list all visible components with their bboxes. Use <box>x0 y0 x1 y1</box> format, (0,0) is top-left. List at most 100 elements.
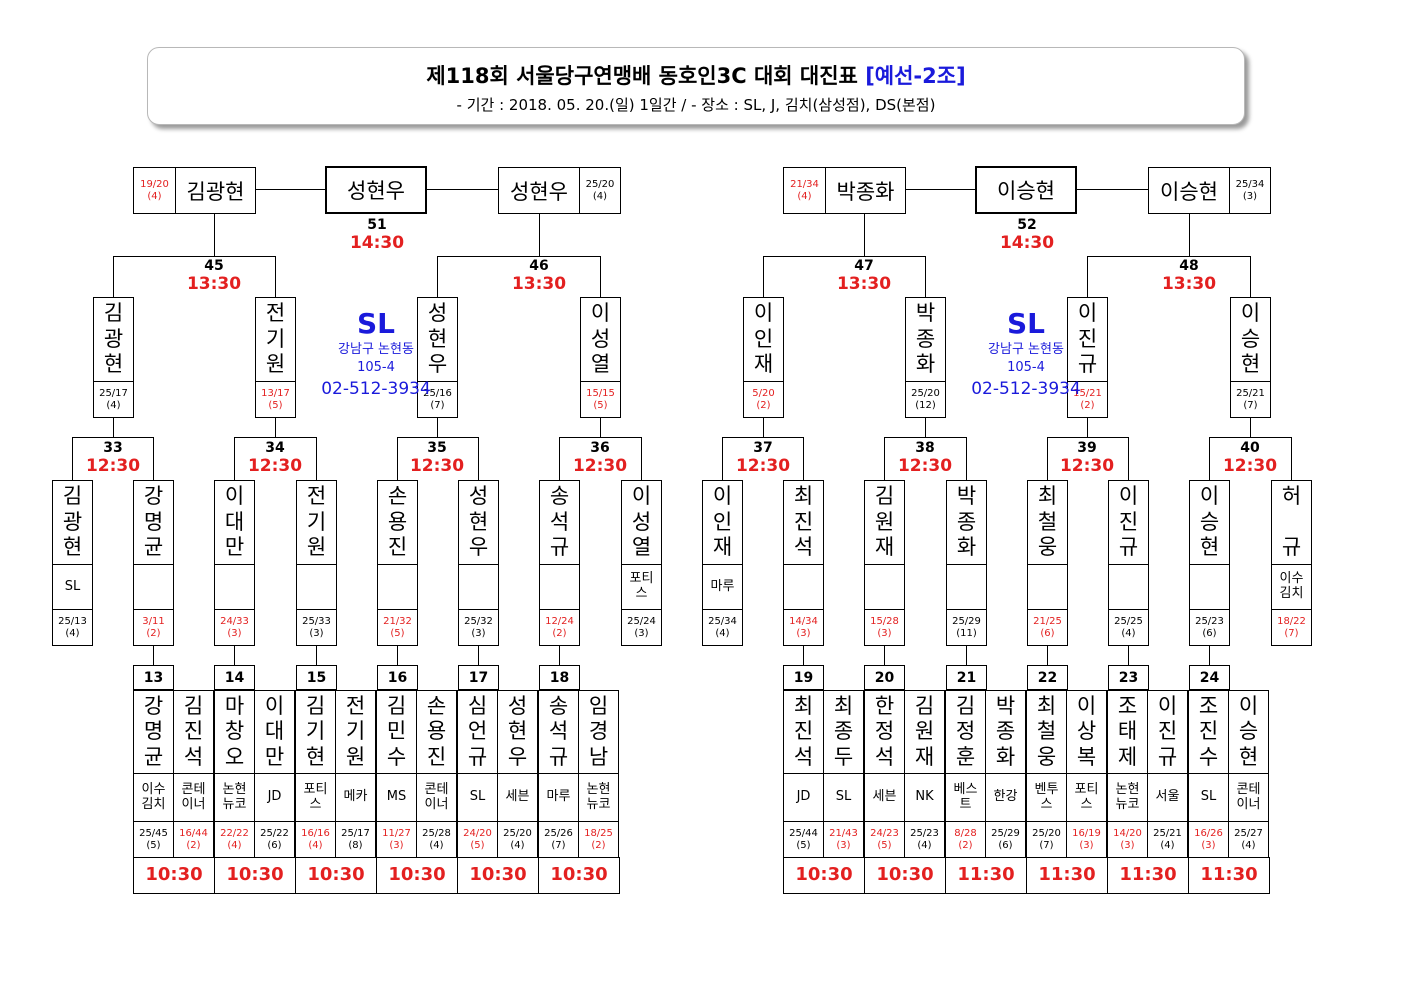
club-cell <box>539 564 580 610</box>
match-number: 20 <box>864 665 905 690</box>
time-box <box>376 857 458 894</box>
name-char: 재 <box>874 535 895 560</box>
rank-value: (3) <box>1242 190 1258 202</box>
player-card <box>580 297 621 382</box>
score-cell: 15/15(5) <box>580 381 621 418</box>
name-char: 진 <box>183 719 204 744</box>
match-number: 14 <box>214 665 255 690</box>
name-char: 마 <box>224 693 245 718</box>
rank-value: (2) <box>756 399 771 411</box>
club-box <box>1066 773 1107 822</box>
rank-value: (11) <box>956 627 977 639</box>
score-value: 25/20 <box>911 388 940 399</box>
match-number: 46 <box>529 258 549 274</box>
score-cell: 25/21(4) <box>1147 821 1188 858</box>
connector-line <box>884 437 885 481</box>
score-value: 25/21 <box>1153 828 1182 839</box>
match-number: 24 <box>1189 665 1230 690</box>
club-box <box>52 564 93 610</box>
rank-value: (2) <box>186 839 201 851</box>
name-char: 광 <box>62 509 83 534</box>
club-cell <box>296 564 337 610</box>
connector-line <box>803 437 804 481</box>
name-char: 이 <box>1077 301 1098 326</box>
rank-value: (3) <box>1201 839 1216 851</box>
club-cell: 포티 스 <box>303 781 328 812</box>
connector-line <box>1209 437 1210 481</box>
name-char: 진 <box>1077 326 1098 351</box>
score-value: 16/16 <box>301 828 330 839</box>
club-cell: 한강 <box>993 789 1018 805</box>
name-char: 현 <box>1240 352 1261 377</box>
player-card <box>904 690 945 774</box>
name-char: 성 <box>590 326 611 351</box>
match-number: 45 <box>204 258 224 274</box>
connector-line <box>600 418 601 438</box>
rank-value: (7) <box>430 399 445 411</box>
rank-value: (5) <box>470 839 485 851</box>
club-box <box>864 564 905 610</box>
connector-line <box>884 646 885 666</box>
name-char: 용 <box>426 719 447 744</box>
rank-value: (4) <box>715 627 730 639</box>
score-cell: 25/29(6) <box>985 821 1026 858</box>
score-value: 19/20 <box>140 179 169 190</box>
player-card <box>743 297 784 382</box>
name-char: 용 <box>387 509 408 534</box>
match-time: 12:30 <box>1222 456 1278 476</box>
match-time: 13:30 <box>511 274 567 294</box>
finalist-name: 성현우 <box>498 167 580 214</box>
club-cell <box>377 564 418 610</box>
player-card <box>254 690 295 774</box>
connector-line <box>803 646 804 666</box>
score-value: 25/21 <box>1236 388 1265 399</box>
score-cell: 22/22(4) <box>214 821 255 858</box>
connector-line <box>559 437 560 481</box>
connector-line <box>234 437 235 481</box>
match-time: 10:30 <box>469 864 527 885</box>
match-time: 12:30 <box>1059 456 1115 476</box>
connector-line <box>600 256 601 298</box>
name-char: 열 <box>631 535 652 560</box>
score-cell: 11/27(3) <box>376 821 417 858</box>
score-value: 25/16 <box>423 388 452 399</box>
rank-value: (3) <box>471 627 486 639</box>
club-cell: 이수 김치 <box>1279 571 1304 601</box>
name-char: 두 <box>833 744 854 769</box>
final-winner-name: 성현우 <box>325 166 427 214</box>
name-char: 남 <box>588 744 609 769</box>
connector-line <box>397 646 398 666</box>
match-time: 11:30 <box>1200 864 1258 885</box>
connector-line <box>234 437 317 438</box>
club-box <box>1189 564 1230 610</box>
match-time: 13:30 <box>836 274 892 294</box>
time-box <box>1107 857 1189 894</box>
score-cell: 18/22(7) <box>1271 609 1312 646</box>
score-cell: 21/25(6) <box>1027 609 1068 646</box>
club-box <box>296 564 337 610</box>
name-char: 성 <box>507 693 528 718</box>
connector-line <box>1047 437 1048 481</box>
rank-value: (3) <box>389 839 404 851</box>
club-cell: 메카 <box>343 789 368 805</box>
connector-line <box>256 189 326 190</box>
connector-line <box>437 256 601 257</box>
name-char: 현 <box>103 352 124 377</box>
connector-line <box>1250 256 1251 298</box>
name-char: 이 <box>590 301 611 326</box>
player-card <box>458 480 499 565</box>
score-cell: 25/26(7) <box>538 821 579 858</box>
club-cell: 세븐 <box>505 789 530 805</box>
player-card <box>377 480 418 565</box>
match-time: 10:30 <box>876 864 934 885</box>
